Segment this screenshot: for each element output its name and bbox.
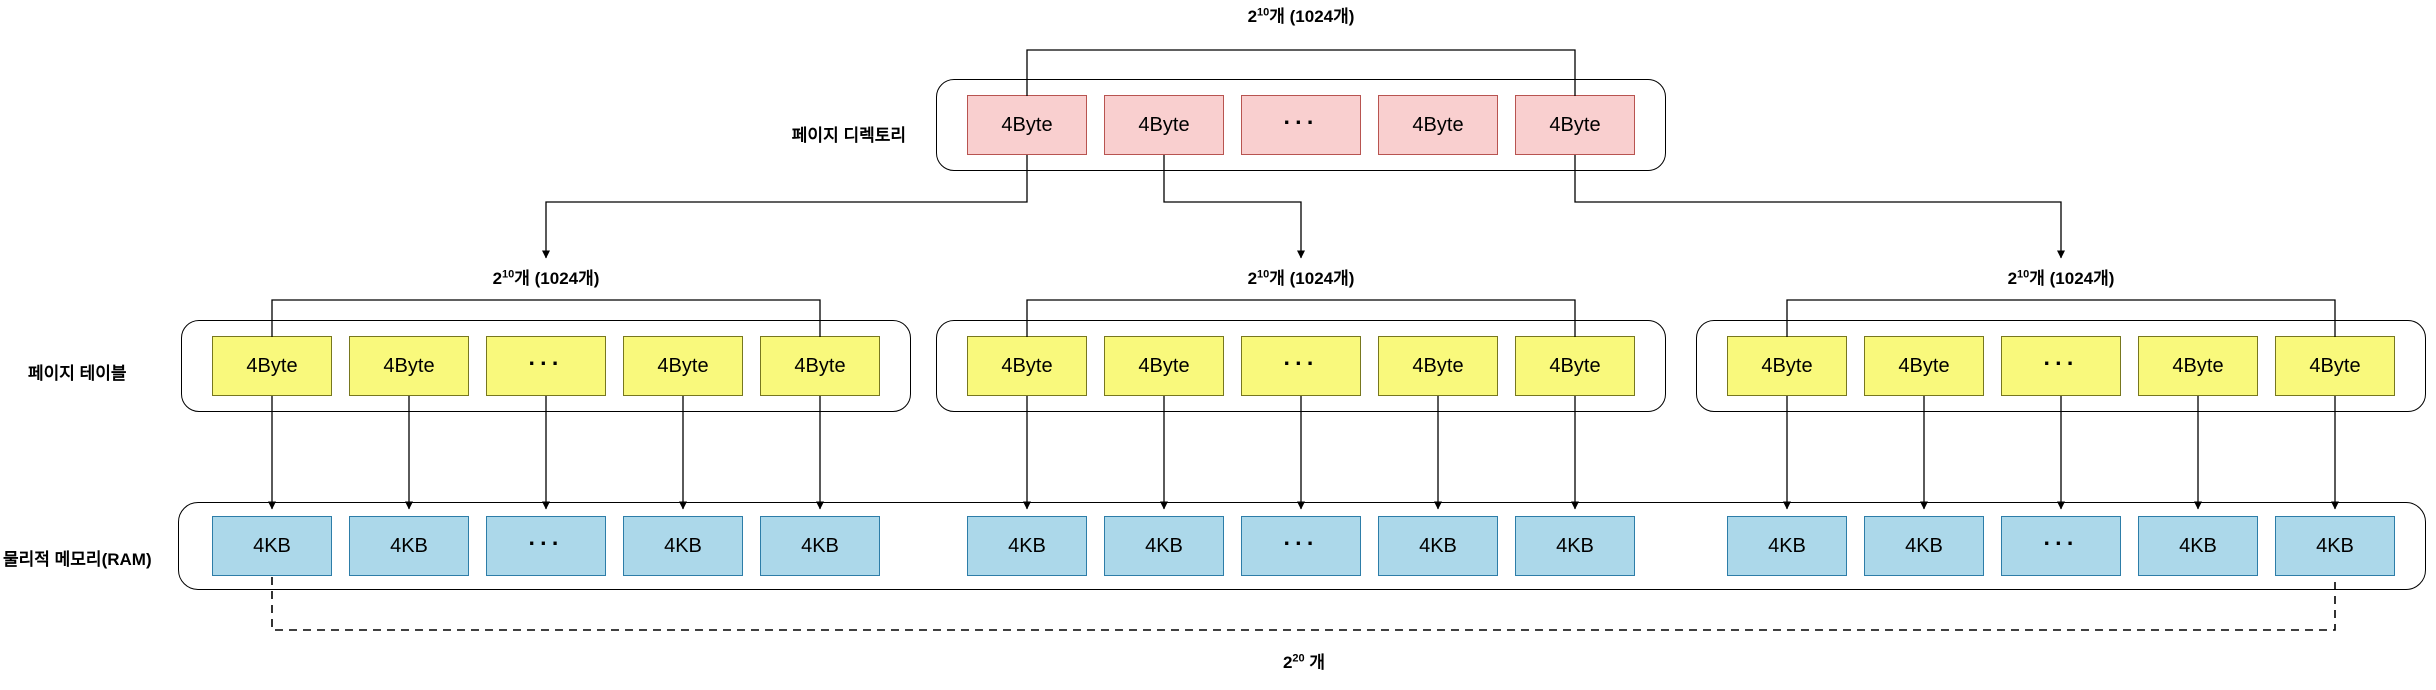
page-table-ellipsis-entry: ··· [2001,336,2121,396]
page-table-entry: 4Byte [1864,336,1984,396]
ram-frame: 4KB [967,516,1087,576]
page-table-1-container: 4Byte 4Byte ··· 4Byte 4Byte [181,320,911,412]
page-directory-entry: 4Byte [1104,95,1224,155]
count-exponent: 10 [2017,268,2030,281]
ram-frame: 4KB [1864,516,1984,576]
page-table-3-count-label: 210개 (1024개) [2008,268,2115,290]
count-base: 2 [1247,7,1258,26]
physical-memory-label: 물리적 메모리(RAM) [3,550,152,569]
total-count-label: 220 개 [1283,652,1325,674]
ram-frame: 4KB [2275,516,2395,576]
table-to-ram-arrows [268,396,2339,510]
page-table-entry: 4Byte [1515,336,1635,396]
count-base: 2 [1282,653,1293,672]
page-directory-label: 페이지 디렉토리 [791,126,906,145]
page-directory-container: 4Byte 4Byte ··· 4Byte 4Byte [936,79,1666,171]
page-table-ellipsis-entry: ··· [1241,336,1361,396]
ram-ellipsis-frame: ··· [1241,516,1361,576]
page-table-entry: 4Byte [1378,336,1498,396]
count-base: 2 [492,269,503,288]
ram-frame: 4KB [1104,516,1224,576]
page-table-label: 페이지 테이블 [28,364,127,383]
page-table-entry: 4Byte [2275,336,2395,396]
ram-frame-group-3: 4KB 4KB ··· 4KB 4KB [1727,516,2395,576]
count-base: 2 [2007,269,2018,288]
ram-frame: 4KB [212,516,332,576]
page-table-2-count-label: 210개 (1024개) [1248,268,1355,290]
page-table-entry: 4Byte [623,336,743,396]
ram-frame: 4KB [1515,516,1635,576]
count-suffix: 개 [1304,653,1326,672]
page-table-entry: 4Byte [967,336,1087,396]
count-exponent: 10 [502,268,515,281]
page-directory-entry: 4Byte [1515,95,1635,155]
page-table-2-container: 4Byte 4Byte ··· 4Byte 4Byte [936,320,1666,412]
count-suffix: 개 (1024개) [1269,269,1355,288]
ram-frame: 4KB [1378,516,1498,576]
count-exponent: 20 [1292,652,1305,665]
page-directory-ellipsis-entry: ··· [1241,95,1361,155]
page-table-1-count-label: 210개 (1024개) [493,268,600,290]
page-directory-entry: 4Byte [1378,95,1498,155]
count-suffix: 개 (1024개) [2029,269,2115,288]
ram-frame-group-2: 4KB 4KB ··· 4KB 4KB [967,516,1635,576]
ram-frame: 4KB [1727,516,1847,576]
page-table-entry: 4Byte [2138,336,2258,396]
page-table-entry: 4Byte [760,336,880,396]
ram-ellipsis-frame: ··· [486,516,606,576]
ram-frame: 4KB [623,516,743,576]
count-suffix: 개 (1024개) [514,269,600,288]
page-table-entry: 4Byte [1104,336,1224,396]
page-table-entry: 4Byte [212,336,332,396]
page-table-entry: 4Byte [1727,336,1847,396]
count-exponent: 10 [1257,6,1270,19]
page-directory-count-label: 210개 (1024개) [1248,6,1355,28]
page-directory-entry: 4Byte [967,95,1087,155]
page-table-entry: 4Byte [349,336,469,396]
page-table-3-container: 4Byte 4Byte ··· 4Byte 4Byte [1696,320,2426,412]
page-table-ellipsis-entry: ··· [486,336,606,396]
ram-frame: 4KB [760,516,880,576]
count-base: 2 [1247,269,1258,288]
count-suffix: 개 (1024개) [1269,7,1355,26]
ram-ellipsis-frame: ··· [2001,516,2121,576]
count-exponent: 10 [1257,268,1270,281]
ram-frame-group-1: 4KB 4KB ··· 4KB 4KB [212,516,880,576]
ram-frame: 4KB [2138,516,2258,576]
ram-frame: 4KB [349,516,469,576]
